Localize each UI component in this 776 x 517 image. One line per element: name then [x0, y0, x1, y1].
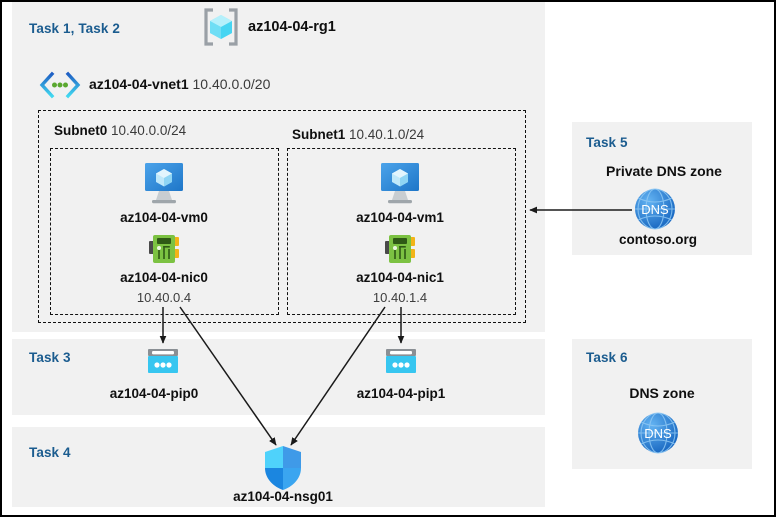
dns-zone-title: DNS zone: [629, 385, 695, 401]
task-label-1-2: Task 1, Task 2: [29, 21, 120, 36]
subnet1-address-prefix: 10.40.1.0/24: [349, 127, 425, 142]
pip0-label: az104-04-pip0: [109, 386, 199, 401]
task-label-3: Task 3: [29, 350, 71, 365]
vm0-label: az104-04-vm0: [120, 210, 208, 225]
public-ip-icon: [383, 347, 419, 379]
nic0-label: az104-04-nic0: [120, 270, 208, 285]
subnet1-name: Subnet1: [292, 127, 346, 142]
subnet0-header: Subnet0 10.40.0.0/24: [54, 123, 186, 138]
dns-zone-icon: DNS: [635, 410, 681, 456]
task-label-5: Task 5: [586, 135, 628, 150]
task-label-4: Task 4: [29, 445, 71, 460]
vnet-name: az104-04-vnet1: [89, 76, 189, 92]
network-security-group-icon: [261, 444, 305, 492]
dns-icon-text: DNS: [644, 426, 672, 441]
nic0-private-ip: 10.40.0.4: [136, 290, 192, 305]
dns-zone-icon: DNS: [632, 186, 678, 232]
subnet0-address-prefix: 10.40.0.0/24: [111, 123, 187, 138]
private-dns-zone-panel: [572, 122, 752, 255]
vnet-name-and-address: az104-04-vnet1 10.40.0.0/20: [89, 76, 270, 92]
subnet0-boundary: [50, 148, 279, 315]
network-interface-icon: [147, 233, 181, 267]
nic1-label: az104-04-nic1: [356, 270, 444, 285]
resource-group-icon: [203, 8, 239, 46]
public-ip-panel: [12, 339, 545, 415]
task-label-6: Task 6: [586, 350, 628, 365]
vm1-label: az104-04-vm1: [356, 210, 444, 225]
network-interface-icon: [383, 233, 417, 267]
subnet1-header: Subnet1 10.40.1.0/24: [292, 127, 424, 142]
pip1-label: az104-04-pip1: [356, 386, 446, 401]
resource-group-name: az104-04-rg1: [248, 19, 336, 35]
vnet-address-space: 10.40.0.0/20: [192, 76, 271, 92]
dns-icon-text: DNS: [641, 202, 669, 217]
public-ip-icon: [145, 347, 181, 379]
virtual-machine-icon: [138, 161, 190, 207]
vnet-boundary: [38, 110, 526, 323]
nsg-label: az104-04-nsg01: [233, 489, 333, 504]
subnet0-name: Subnet0: [54, 123, 108, 138]
private-dns-zone-title: Private DNS zone: [606, 163, 722, 179]
private-dns-zone-name: contoso.org: [619, 232, 697, 247]
nic1-private-ip: 10.40.1.4: [372, 290, 428, 305]
virtual-network-icon: [39, 71, 81, 99]
virtual-machine-icon: [374, 161, 426, 207]
